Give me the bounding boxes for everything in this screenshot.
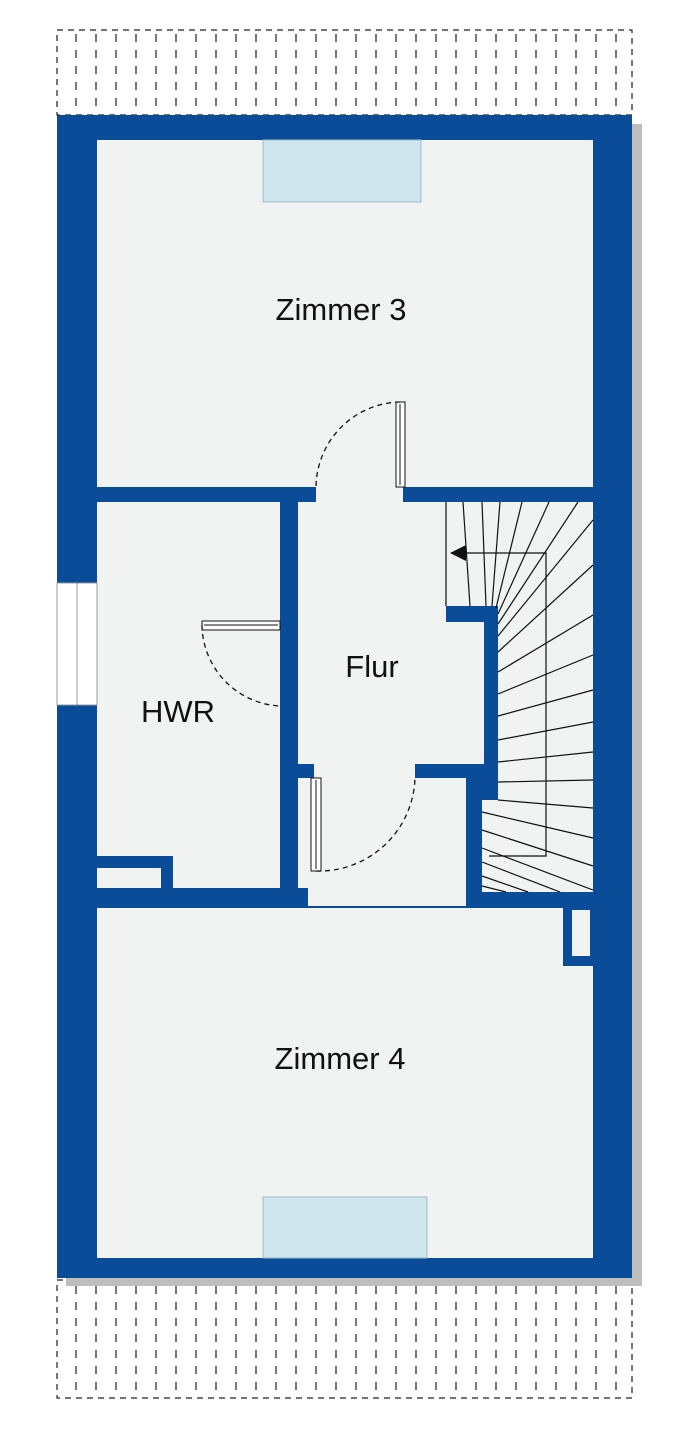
shaft <box>572 910 590 956</box>
floor-stair <box>446 502 593 606</box>
niche <box>97 868 161 888</box>
window-left <box>56 582 98 706</box>
door-zimmer-3[interactable] <box>315 401 406 488</box>
floor-flur <box>298 487 484 906</box>
room-label-flur: Flur <box>345 649 398 684</box>
window-top <box>262 139 422 203</box>
window-bottom <box>262 1196 428 1259</box>
floor-stair-bottom <box>482 800 593 892</box>
staircase <box>445 501 594 893</box>
door-zimmer-4[interactable] <box>310 777 416 872</box>
roof-overhang-top <box>56 29 633 116</box>
floor-hwr <box>97 502 280 888</box>
room-label-hwr: HWR <box>141 694 215 729</box>
door-hwr[interactable] <box>201 620 281 707</box>
room-label-zimmer-4: Zimmer 4 <box>275 1041 406 1076</box>
roof-overhang-bottom <box>56 1279 633 1399</box>
room-label-zimmer-3: Zimmer 3 <box>276 292 407 327</box>
arrow-left-icon <box>450 545 466 561</box>
